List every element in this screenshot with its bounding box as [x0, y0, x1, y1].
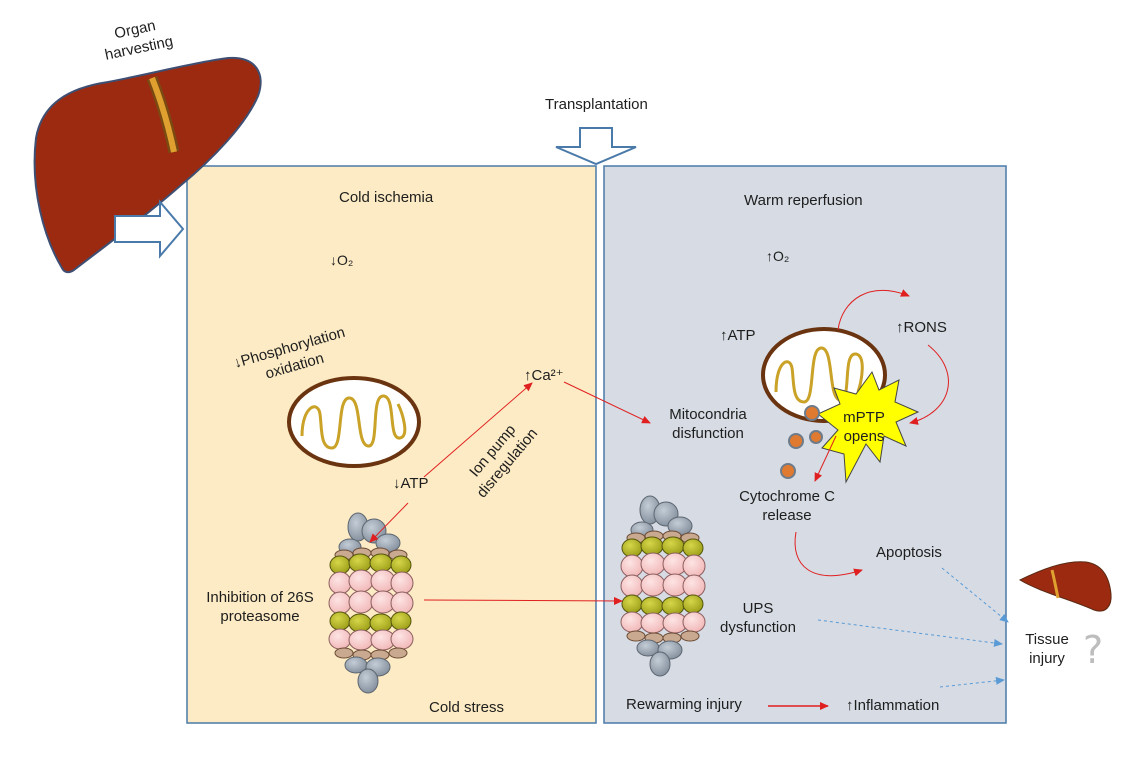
cytochrome-release-label: Cytochrome C release — [739, 488, 835, 524]
mitochondrion-cold-icon — [287, 376, 421, 468]
apoptosis-to-tissue-arrow — [941, 567, 1009, 623]
small-liver-icon — [1018, 561, 1112, 612]
atp-to-proteasome-arrow — [369, 502, 409, 543]
ups-to-tissue-arrow — [817, 619, 1003, 647]
cold-ischemia-title: Cold ischemia — [339, 189, 434, 206]
tissue-injury-label: Tissue injury — [1025, 631, 1069, 667]
ca-to-mito-arrow — [563, 381, 651, 424]
mptp-to-cytochrome-arrow — [814, 435, 837, 482]
proteasome-inhibition-label: Inhibition of 26S proteasome — [206, 589, 314, 625]
rons-label: ↑RONS — [896, 319, 947, 336]
warm-atp-label: ↑ATP — [720, 327, 756, 344]
rons-to-mptp-arrow — [909, 344, 949, 425]
ca-label: ↑Ca²⁺ — [524, 367, 564, 384]
mitochondria-disfunction-label: Mitocondria disfunction — [669, 406, 747, 442]
ups-dysfunction-label: UPS dysfunction — [720, 600, 796, 636]
cytochrome-dots-icon — [780, 405, 823, 479]
inflammation-label: ↑Inflammation — [846, 697, 940, 714]
harvest-to-cold-arrow — [114, 199, 185, 259]
mito-to-rons-arrow — [837, 289, 910, 331]
inflammation-to-tissue-arrow — [939, 676, 1005, 688]
proteasome-cold-to-warm-arrow — [423, 596, 623, 605]
cold-atp-label: ↓ATP — [393, 475, 429, 492]
mptp-label: mPTP opens — [843, 409, 885, 445]
warm-reperfusion-title: Warm reperfusion — [744, 192, 863, 209]
mptp-starburst-icon — [817, 370, 920, 484]
apoptosis-label: Apoptosis — [876, 544, 942, 561]
cold-o2-label: ↓O₂ — [330, 252, 354, 268]
atp-to-ca-arrow — [423, 382, 533, 478]
warm-o2-label: ↑O₂ — [766, 248, 790, 264]
transplantation-arrow — [555, 127, 637, 166]
rewarming-injury-label: Rewarming injury — [626, 696, 742, 713]
transplantation-label: Transplantation — [545, 96, 648, 113]
cytochrome-to-apoptosis-arrow — [794, 531, 863, 577]
harvested-liver-icon — [33, 56, 262, 274]
question-mark-icon: ? — [1083, 628, 1104, 672]
cold-stress-label: Cold stress — [429, 699, 505, 716]
